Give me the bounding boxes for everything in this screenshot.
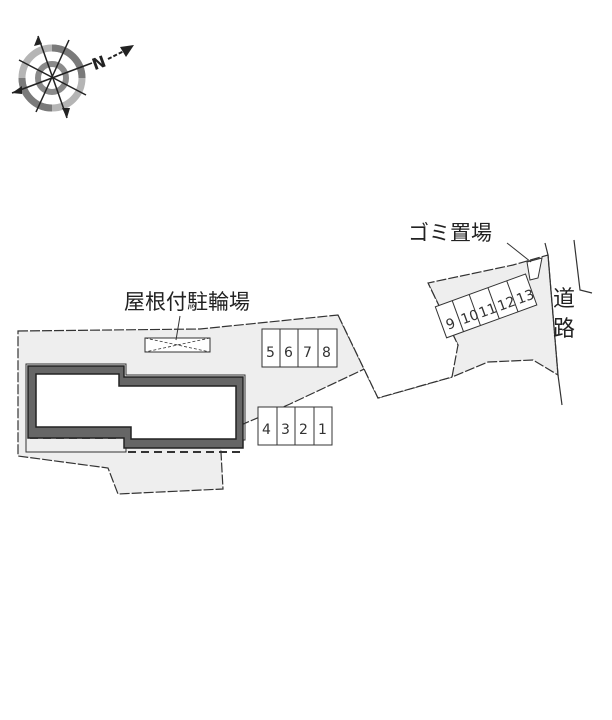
bicycle-parking-label: 屋根付駐輪場 xyxy=(124,290,250,314)
parking-space-6: 6 xyxy=(284,345,293,361)
parking-space-2: 2 xyxy=(299,422,308,438)
parking-space-13: 13 xyxy=(514,287,536,308)
garbage-area xyxy=(506,242,543,281)
parking-space-10: 10 xyxy=(459,307,481,328)
svg-text:N: N xyxy=(89,52,108,74)
parking-space-1: 1 xyxy=(318,422,327,438)
parking-space-4: 4 xyxy=(262,422,271,438)
road-edges xyxy=(544,239,593,406)
covered-bicycle-parking xyxy=(144,315,211,353)
parking-row-upper: 5 6 7 8 xyxy=(261,328,338,368)
parking-space-3: 3 xyxy=(281,422,290,438)
parking-row-lower: 4 3 2 1 xyxy=(257,406,333,446)
compass-rose-icon xyxy=(11,35,93,119)
north-arrow-icon xyxy=(120,45,134,57)
parking-space-8: 8 xyxy=(322,345,331,361)
parking-space-5: 5 xyxy=(266,345,275,361)
parking-space-12: 12 xyxy=(496,294,518,315)
north-indicator: N xyxy=(89,45,134,74)
parking-space-7: 7 xyxy=(303,345,312,361)
road-label-2: 路 xyxy=(553,317,575,342)
parking-space-11: 11 xyxy=(477,301,499,322)
building xyxy=(25,363,246,453)
parking-row-angled: 9 10 11 12 13 xyxy=(434,273,538,339)
road-label-1: 道 xyxy=(553,287,575,312)
garbage-area-label: ゴミ置場 xyxy=(408,221,492,245)
